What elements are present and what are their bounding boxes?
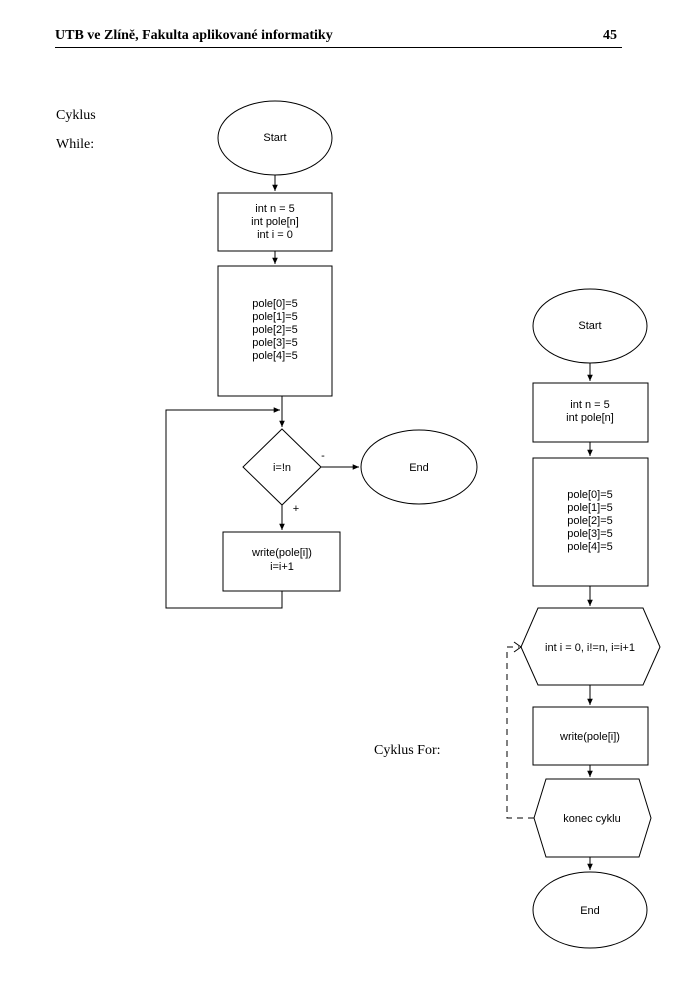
while-init-box — [217, 192, 333, 252]
while-init-line: int i = 0 — [257, 229, 293, 241]
for-start-text: Start — [578, 320, 601, 332]
while-body-box — [222, 531, 341, 592]
while-init-line: int pole[n] — [251, 216, 299, 228]
for-body-text: write(pole[i]) — [559, 731, 620, 743]
while-end-text: End — [409, 462, 429, 474]
for-assign-line: pole[3]=5 — [567, 528, 613, 540]
for-end-text: End — [580, 905, 600, 917]
while-condition-text: i=!n — [273, 462, 291, 474]
for-loop-head-text: int i = 0, i!=n, i=i+1 — [545, 642, 635, 654]
while-label-line1: Cyklus — [56, 108, 96, 123]
for-loop-back-dashed-line — [506, 646, 534, 819]
while-assign-line: pole[1]=5 — [252, 311, 298, 323]
while-body-line: i=i+1 — [270, 561, 294, 573]
for-assign-box — [532, 457, 649, 587]
for-label: Cyklus For: — [374, 743, 441, 758]
for-body-box — [532, 706, 649, 766]
while-assign-line: pole[0]=5 — [252, 298, 298, 310]
while-assign-box — [217, 265, 333, 397]
for-assign-line: pole[0]=5 — [567, 489, 613, 501]
while-init-line: int n = 5 — [255, 203, 294, 215]
for-assign-line: pole[1]=5 — [567, 502, 613, 514]
page-number: 45 — [603, 28, 617, 43]
while-no-mark: - — [321, 450, 325, 462]
while-body-line: write(pole[i]) — [251, 547, 312, 559]
for-texts: Start int n = 5 int pole[n] pole[0]=5 po… — [545, 320, 635, 917]
while-yes-mark: + — [293, 503, 299, 515]
while-loop-back-line — [165, 407, 283, 609]
while-texts: Start int n = 5 int pole[n] int i = 0 po… — [251, 132, 429, 573]
for-loop-end-text: konec cyklu — [563, 813, 620, 825]
while-assign-line: pole[3]=5 — [252, 337, 298, 349]
for-assign-line: pole[2]=5 — [567, 515, 613, 527]
for-assign-line: pole[4]=5 — [567, 541, 613, 553]
header-title: UTB ve Zlíně, Fakulta aplikované informa… — [55, 28, 333, 43]
while-flowchart — [165, 100, 478, 609]
while-assign-line: pole[4]=5 — [252, 350, 298, 362]
while-start-text: Start — [263, 132, 286, 144]
for-init-box — [532, 382, 649, 443]
for-flowchart — [506, 288, 661, 949]
for-init-line: int n = 5 — [570, 399, 609, 411]
for-init-line: int pole[n] — [566, 412, 614, 424]
while-end-oval — [360, 429, 478, 505]
header-rule — [55, 47, 622, 48]
while-assign-line: pole[2]=5 — [252, 324, 298, 336]
while-label-line2: While: — [56, 137, 95, 152]
for-loop-back-arrowhead — [513, 641, 522, 653]
for-end-oval — [532, 871, 648, 949]
